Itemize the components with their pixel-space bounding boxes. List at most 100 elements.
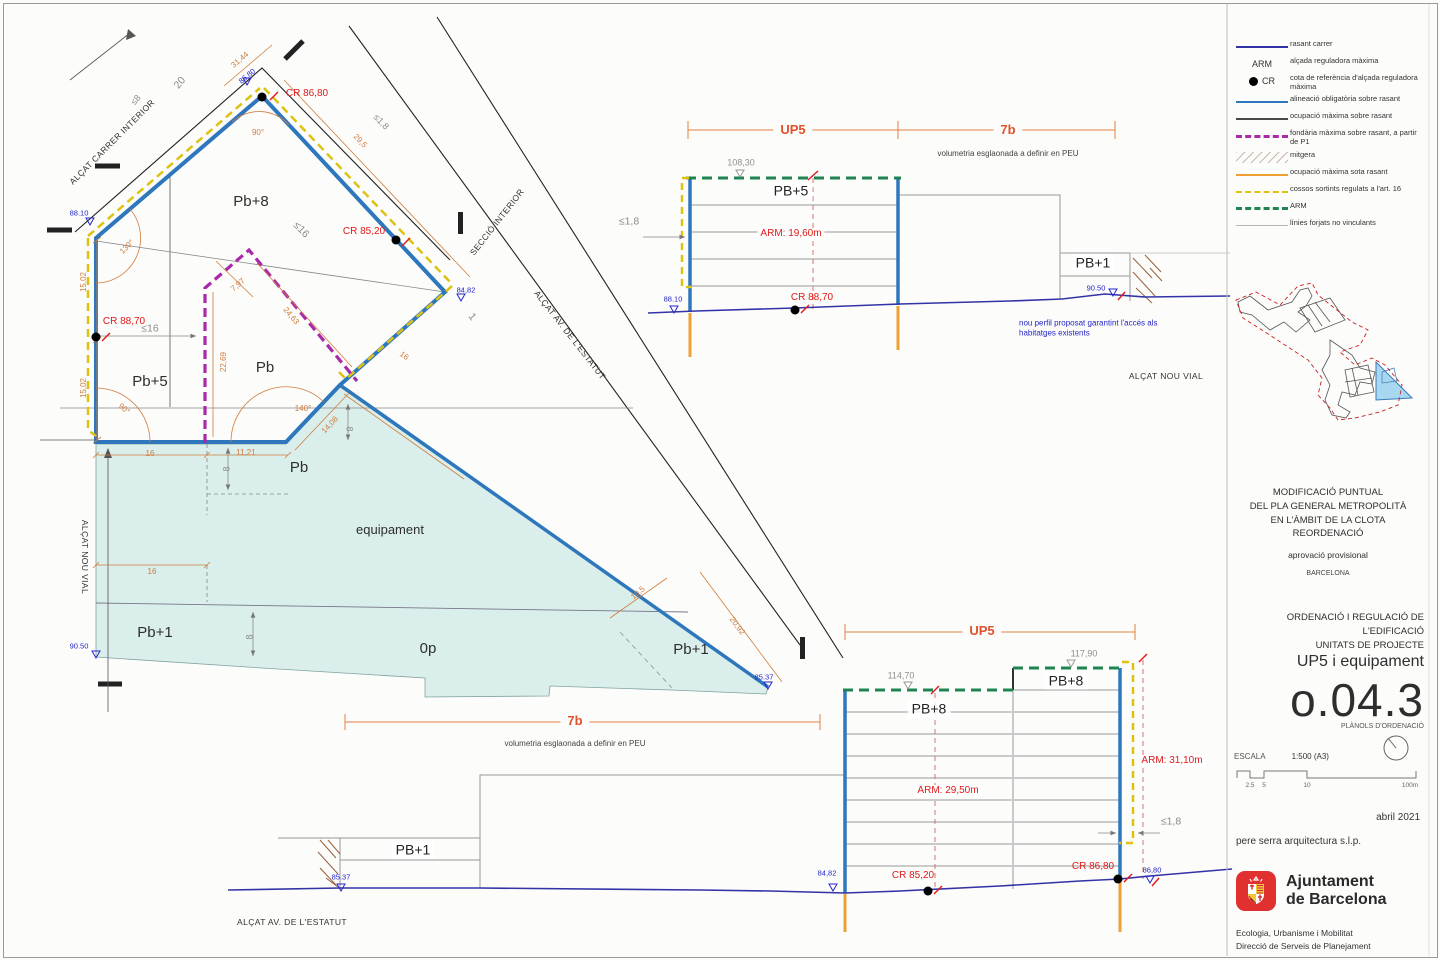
dim-10-5: 10,5 [628,584,647,602]
angle-130: 130° [117,237,136,256]
legend-label: fondària màxima sobre rasant, a partir d… [1290,128,1417,146]
sheet-subject-line1: ORDENACIÓ I REGULACIÓ DE L'EDIFICACIÓ [1286,612,1424,637]
hatch-sample-icon [1236,152,1288,163]
arm-31-10: ARM: 31,10m [1138,755,1206,767]
legend-label: alineació obligatòria sobre rasant [1290,94,1401,104]
dim-20: 20 [171,74,189,92]
building-pb1-top: PB+1 [1071,254,1115,272]
label-alcat-av-estatut-plan: ALÇAT AV. DE L'ESTATUT [532,288,608,382]
arm-19-60: ARM: 19,60m [757,228,825,240]
escala-label: ESCALA [1234,752,1266,761]
dim-15-02-a: 15,02 [79,271,89,293]
title-line3: EN L'ÀMBIT DE LA CLOTA [1270,514,1386,526]
legend-label: rasant carrer [1290,39,1333,48]
dim-le-1-8-top: ≤1,8 [618,215,640,228]
plan-cr-dots [91,91,411,342]
dept-line2: Direcció de Serveis de Planejament [1236,940,1371,951]
legend-label: ocupació màxima sobre rasant [1290,111,1393,121]
dim-1: 1 [465,310,479,323]
note-7b-top: volumetria esglaonada a definir en PEU [937,149,1079,159]
dim-8-lower: 8 [244,634,255,640]
building-pb8-right: PB+8 [1044,672,1088,690]
scale-tick-1: 2.5 [1245,782,1255,789]
legend-label: ocupació màxima sota rasant [1290,166,1388,176]
level-86-80-plan: 86,80 [236,66,258,86]
dim-7-97: 7,97 [228,276,247,294]
scale-tick-2: 5 [1262,782,1266,789]
dim-11-21: 11,21 [236,448,256,458]
navy-swatch-icon [1234,41,1290,53]
level-88-10-plan: 88.10 [69,208,89,218]
level-108-30: 108,30 [727,157,755,168]
title-line4: REORDENACIÓ [1292,528,1364,540]
yellow-swatch-icon [1234,186,1290,198]
zone-pb5: Pb+5 [132,373,168,390]
scale-bar [1236,770,1417,779]
org-name-line1: Ajuntament [1286,873,1374,891]
zone-pb1-left: Pb+1 [137,624,173,641]
cr-86-80-plan: CR 86,80 [285,88,329,99]
level-84-82-plan: 84,82 [456,285,476,295]
note-7b-bottom: volumetria esglaonada a definir en PEU [504,739,646,749]
legend-label: alçada reguladora màxima [1290,56,1379,65]
level-85-37-plan: 85.37 [754,672,774,682]
author-label: pere serra arquitectura s.l.p. [1236,836,1362,847]
level-85-37-sec: 85.37 [331,872,351,882]
ajuntament-logo: Ajuntament de Barcelona [1236,871,1386,911]
legend-arm-line: ARM [1234,201,1426,215]
plan-gray-dims [98,333,351,656]
note-nou-perfil: nou perfil proposat garantint l'accés al… [1019,318,1158,337]
cr-86-80-sec: CR 86,80 [1071,861,1115,872]
plan-dimension-lines [92,44,783,683]
dim-16-bottom: 16 [145,449,155,459]
zone-pb-bottom: Pb [289,459,309,476]
arm-symbol: ARM [1252,59,1272,69]
dim-14-08: 14,08 [319,414,340,436]
dark-line-sample-icon [1236,118,1288,121]
legend-label: mitgera [1290,149,1316,159]
scale-tick-3: 10 [1303,782,1311,789]
sheet-subject-line3: UP5 i equipament [1296,653,1424,671]
legend-label: cota de referència d'alçada reguladora m… [1290,73,1418,91]
label-seccio-interior: SECCIÓ INTERIOR [467,186,526,258]
yellow-line-sample-icon [1236,190,1288,193]
legend-mitgera: mitgera [1234,149,1426,164]
scale-box: ESCALA 1:500 (A3) [1234,752,1424,761]
dim-8-upper: 8 [221,466,232,472]
arm-swatch-icon: ARM [1234,58,1290,70]
hatch-swatch-icon [1234,152,1290,164]
legend-ocupacio-sota: ocupació màxima sota rasant [1234,166,1426,181]
date-label: abril 2021 [1376,812,1420,823]
approval-status: aprovació provisional [1288,550,1368,561]
building-pb8-left: PB+8 [907,700,951,718]
dim-8-de: 8 [344,426,355,432]
cr-swatch-icon: CR [1234,75,1290,87]
zone-pb-mid: Pb [255,359,275,376]
zone-pb8: Pb+8 [233,193,269,210]
sheet-code-subtitle: PLÀNOLS D'ORDENACIÓ [1340,723,1424,731]
purple-line-sample-icon [1236,134,1288,138]
label-alcat-av-estatut-bottom: ALÇAT AV. DE L'ESTATUT [237,916,347,927]
orange-swatch-icon [1234,169,1290,181]
cr-85-20-plan: CR 85,20 [342,226,386,237]
title-line2: DEL PLA GENERAL METROPOLITÀ [1249,500,1407,512]
span-7b-bottom: 7b [560,713,590,729]
legend-forjats: línies forjats no vinculants [1234,217,1426,232]
plan-cossos-yellow [86,87,453,437]
cr-85-20-sec: CR 85,20 [891,870,935,881]
span-7b-top: 7b [993,122,1023,138]
label-alcat-carrer-interior: ALÇAT CARRER INTERIOR [67,97,157,187]
plan-fondaria-purple [203,247,359,443]
level-86-80-sec: 86,80 [1142,865,1162,875]
dim-16-lower: 16 [147,567,157,577]
org-name-line2: de Barcelona [1286,891,1387,908]
level-88-10-sec: 88.10 [663,294,683,304]
level-84-82-sec: 84,82 [817,868,837,878]
angle-140: 140° [294,404,312,414]
building-pb5: PB+5 [769,182,813,200]
legend-rasant-carrer: rasant carrer [1234,39,1426,53]
escala-value: 1:500 (A3) [1291,752,1329,761]
legend-label: línies forjats no vinculants [1290,217,1376,227]
